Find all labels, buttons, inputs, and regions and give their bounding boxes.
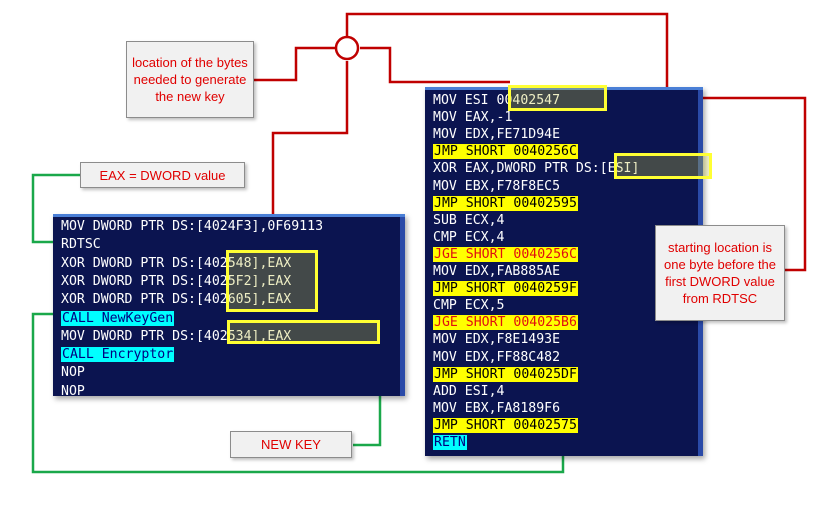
box-new-key-address bbox=[227, 320, 380, 344]
right_panel-line[interactable]: MOV EBX,F78F8EC5 bbox=[433, 178, 560, 196]
right_panel-line[interactable]: SUB ECX,4 bbox=[433, 212, 504, 230]
left_panel-line[interactable]: CALL Encryptor bbox=[61, 346, 175, 364]
callout-new-key: NEW KEY bbox=[230, 431, 352, 458]
left_panel-instruction-text: XOR DWORD PTR DS:[4025F2],EAX bbox=[61, 273, 292, 289]
right_panel-line[interactable]: MOV EDX,FF88C482 bbox=[433, 349, 560, 367]
callout-eax-dword: EAX = DWORD value bbox=[80, 162, 245, 188]
right_panel-line[interactable]: JMP SHORT 0040259F bbox=[433, 280, 578, 298]
right_panel-line[interactable]: ADD ESI,4 bbox=[433, 383, 504, 401]
right_panel-instruction-text: MOV EDX,FE71D94E bbox=[433, 127, 561, 143]
left_panel-instruction-text: CALL NewKeyGen bbox=[61, 310, 175, 326]
right_panel-instruction-text: MOV EBX,F78F8EC5 bbox=[433, 178, 561, 194]
right_panel-instruction-text: MOV EDX,FAB885AE bbox=[433, 264, 561, 279]
right_panel-line[interactable]: MOV EAX,-1 bbox=[433, 109, 512, 127]
right_panel-instruction-text: SUB ECX,4 bbox=[433, 212, 505, 228]
left_panel-line[interactable]: NOP bbox=[61, 383, 85, 401]
callout-starting-location: starting location is one byte before the… bbox=[655, 225, 785, 321]
right_panel-line[interactable]: CMP ECX,5 bbox=[433, 297, 504, 315]
right_panel-line[interactable]: MOV EDX,FE71D94E bbox=[433, 126, 560, 144]
left_panel-line[interactable]: CALL NewKeyGen bbox=[61, 310, 175, 328]
box-ds-esi bbox=[614, 153, 712, 179]
left_panel-line[interactable]: XOR DWORD PTR DS:[402605],EAX bbox=[61, 291, 291, 309]
left-panel-scrollbar[interactable] bbox=[400, 217, 405, 396]
red-connector-to-bytes-callout bbox=[254, 46, 336, 82]
left_panel-instruction-text: XOR DWORD PTR DS:[402605],EAX bbox=[61, 292, 292, 308]
right_panel-line[interactable]: JMP SHORT 0040256C bbox=[433, 143, 578, 161]
right_panel-line[interactable]: MOV EDX,FAB885AE bbox=[433, 263, 560, 281]
right_panel-line[interactable]: JMP SHORT 00402575 bbox=[433, 417, 578, 435]
right_panel-instruction-text: MOV ESI 00402547 bbox=[433, 93, 561, 108]
left_panel-instruction-text: XOR DWORD PTR DS:[402548],EAX bbox=[61, 255, 292, 271]
right_panel-instruction-text: ADD ESI,4 bbox=[433, 383, 505, 399]
right_panel-instruction-text: CMP ECX,4 bbox=[433, 229, 505, 245]
junction-circle bbox=[334, 35, 360, 61]
left_panel-instruction-text: NOP bbox=[61, 383, 85, 399]
right_panel-line[interactable]: MOV EBX,FA8189F6 bbox=[433, 400, 560, 418]
right_panel-instruction-text: JMP SHORT 0040256C bbox=[433, 144, 578, 160]
left_panel-instruction-text: NOP bbox=[61, 365, 85, 381]
left_panel-instruction-text: MOV DWORD PTR DS:[402534],EAX bbox=[61, 328, 292, 344]
right_panel-line[interactable]: JGE SHORT 0040256C bbox=[433, 246, 578, 264]
right_panel-line[interactable]: JMP SHORT 00402595 bbox=[433, 195, 578, 213]
right_panel-instruction-text: JMP SHORT 00402595 bbox=[433, 195, 578, 211]
left_panel-instruction-text: CALL Encryptor bbox=[61, 347, 175, 363]
callout-bytes-location: location of the bytes needed to generate… bbox=[126, 41, 254, 118]
green-connector-newkeygen-to-retn bbox=[31, 312, 565, 474]
left_panel-line[interactable]: MOV DWORD PTR DS:[4024F3],0F69113 bbox=[61, 218, 323, 236]
left_panel-line[interactable]: XOR DWORD PTR DS:[4025F2],EAX bbox=[61, 273, 291, 291]
box-left-xor-addresses bbox=[226, 250, 318, 312]
right_panel-instruction-text: MOV EAX,-1 bbox=[433, 110, 513, 126]
right_panel-instruction-text: RETN bbox=[433, 435, 467, 450]
right_panel-line[interactable]: CMP ECX,4 bbox=[433, 229, 504, 247]
right_panel-instruction-text: MOV EBX,FA8189F6 bbox=[433, 400, 561, 416]
right_panel-line[interactable]: JMP SHORT 004025DF bbox=[433, 366, 578, 384]
green-connector-eax bbox=[31, 173, 80, 244]
right_panel-line[interactable]: RETN bbox=[433, 434, 467, 452]
right_panel-instruction-text: JGE SHORT 004025B6 bbox=[433, 315, 578, 331]
right_panel-line[interactable]: JGE SHORT 004025B6 bbox=[433, 314, 578, 332]
left_panel-line[interactable]: NOP bbox=[61, 364, 85, 382]
left_panel-line[interactable]: MOV DWORD PTR DS:[402534],EAX bbox=[61, 328, 291, 346]
red-connector-to-left-box bbox=[271, 61, 349, 250]
left_panel-instruction-text: MOV DWORD PTR DS:[4024F3],0F69113 bbox=[61, 219, 324, 234]
right_panel-instruction-text: JMP SHORT 0040259F bbox=[433, 281, 578, 297]
red-connector-to-starting-callout bbox=[607, 96, 807, 272]
right_panel-line[interactable]: MOV EDX,F8E1493E bbox=[433, 331, 560, 349]
red-connector-to-mov-esi bbox=[360, 46, 510, 84]
right_panel-instruction-text: XOR EAX,DWORD PTR DS:[ESI] bbox=[433, 161, 640, 177]
right_panel-instruction-text: JMP SHORT 004025DF bbox=[433, 366, 578, 382]
box-mov-esi-address bbox=[508, 85, 607, 111]
right_panel-line[interactable]: XOR EAX,DWORD PTR DS:[ESI] bbox=[433, 160, 639, 178]
left_panel-line[interactable]: XOR DWORD PTR DS:[402548],EAX bbox=[61, 255, 291, 273]
right_panel-instruction-text: JGE SHORT 0040256C bbox=[433, 246, 578, 262]
right_panel-instruction-text: MOV EDX,FF88C482 bbox=[433, 349, 561, 365]
right_panel-instruction-text: JMP SHORT 00402575 bbox=[433, 417, 578, 433]
left_panel-instruction-text: RDTSC bbox=[61, 237, 101, 253]
left_panel-line[interactable]: RDTSC bbox=[61, 236, 101, 254]
right_panel-instruction-text: MOV EDX,F8E1493E bbox=[433, 332, 561, 348]
right_panel-instruction-text: CMP ECX,5 bbox=[433, 298, 505, 314]
right_panel-line[interactable]: MOV ESI 00402547 bbox=[433, 92, 560, 110]
